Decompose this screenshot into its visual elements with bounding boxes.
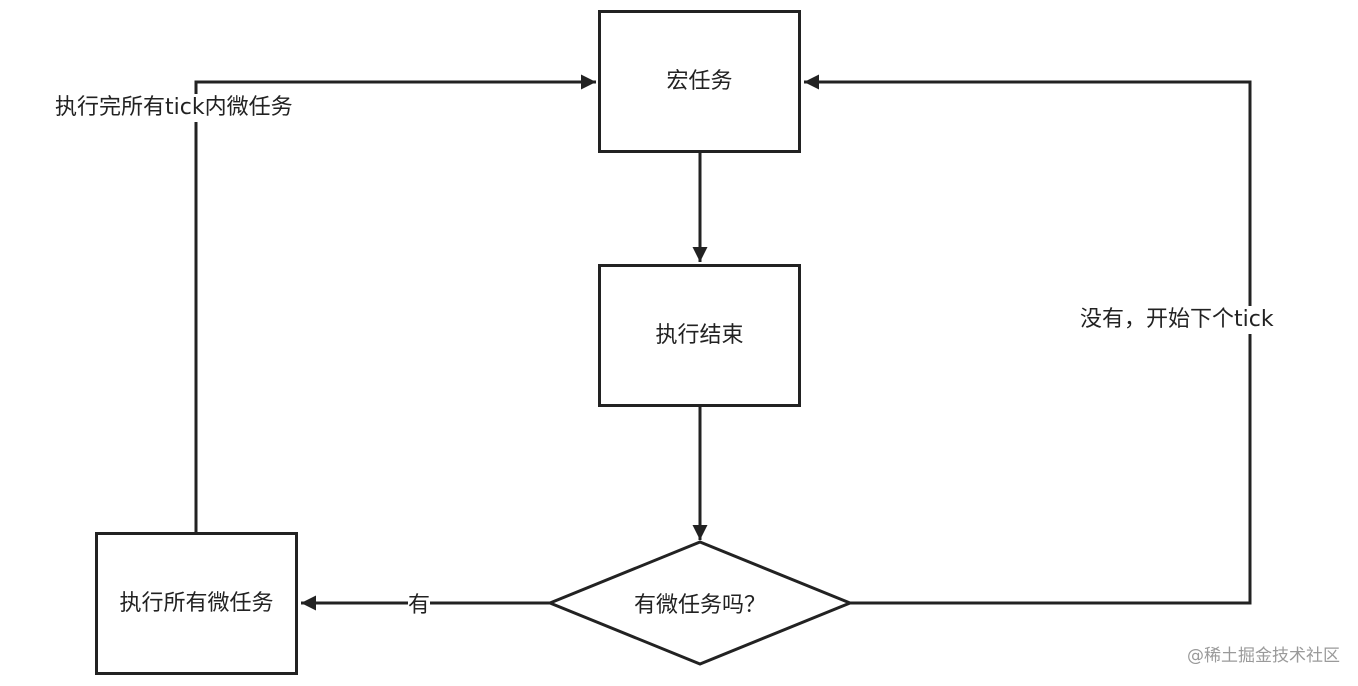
decision-label-container: 有微任务吗？ xyxy=(550,542,850,664)
exec-all-micro-node: 执行所有微任务 xyxy=(95,532,298,675)
watermark: @稀土掘金技术社区 xyxy=(1187,646,1340,666)
exec-all-micro-label: 执行所有微任务 xyxy=(119,590,274,616)
macro-task-node: 宏任务 xyxy=(598,10,801,153)
edge-label-no-next-tick: 没有，开始下个tick xyxy=(1080,306,1274,334)
exec-end-label: 执行结束 xyxy=(655,322,744,348)
connector-all-micro-to-macro xyxy=(194,74,596,532)
decision-label: 有微任务吗？ xyxy=(633,593,766,618)
edge-label-yes: 有 xyxy=(408,592,431,620)
decision-diamond xyxy=(546,540,854,666)
edge-label-after-all-micro: 执行完所有tick内微任务 xyxy=(55,94,293,122)
connector-decision-to-macro-next-tick xyxy=(804,74,1252,605)
exec-end-node: 执行结束 xyxy=(598,264,801,407)
macro-task-label: 宏任务 xyxy=(666,68,733,94)
